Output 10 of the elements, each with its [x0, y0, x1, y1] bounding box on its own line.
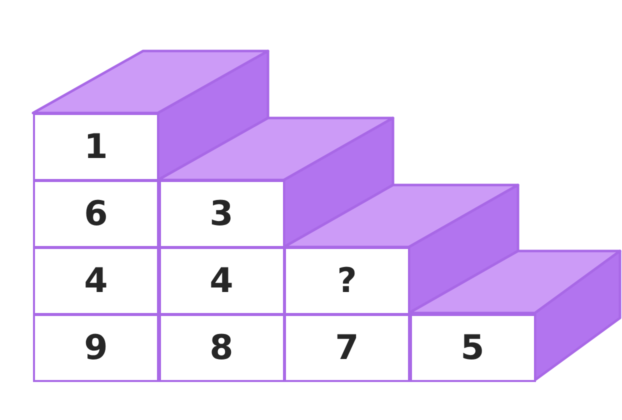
number-cell: ?: [284, 247, 410, 315]
number-cell: 3: [158, 180, 284, 248]
number-cell: 4: [158, 247, 284, 315]
number-cell: 8: [158, 314, 284, 382]
number-cell: 9: [33, 314, 159, 382]
number-cell: 7: [284, 314, 410, 382]
number-cell: 6: [33, 180, 159, 248]
number-cell: 4: [33, 247, 159, 315]
number-cell: 5: [410, 314, 536, 382]
number-cell: 1: [33, 113, 159, 181]
